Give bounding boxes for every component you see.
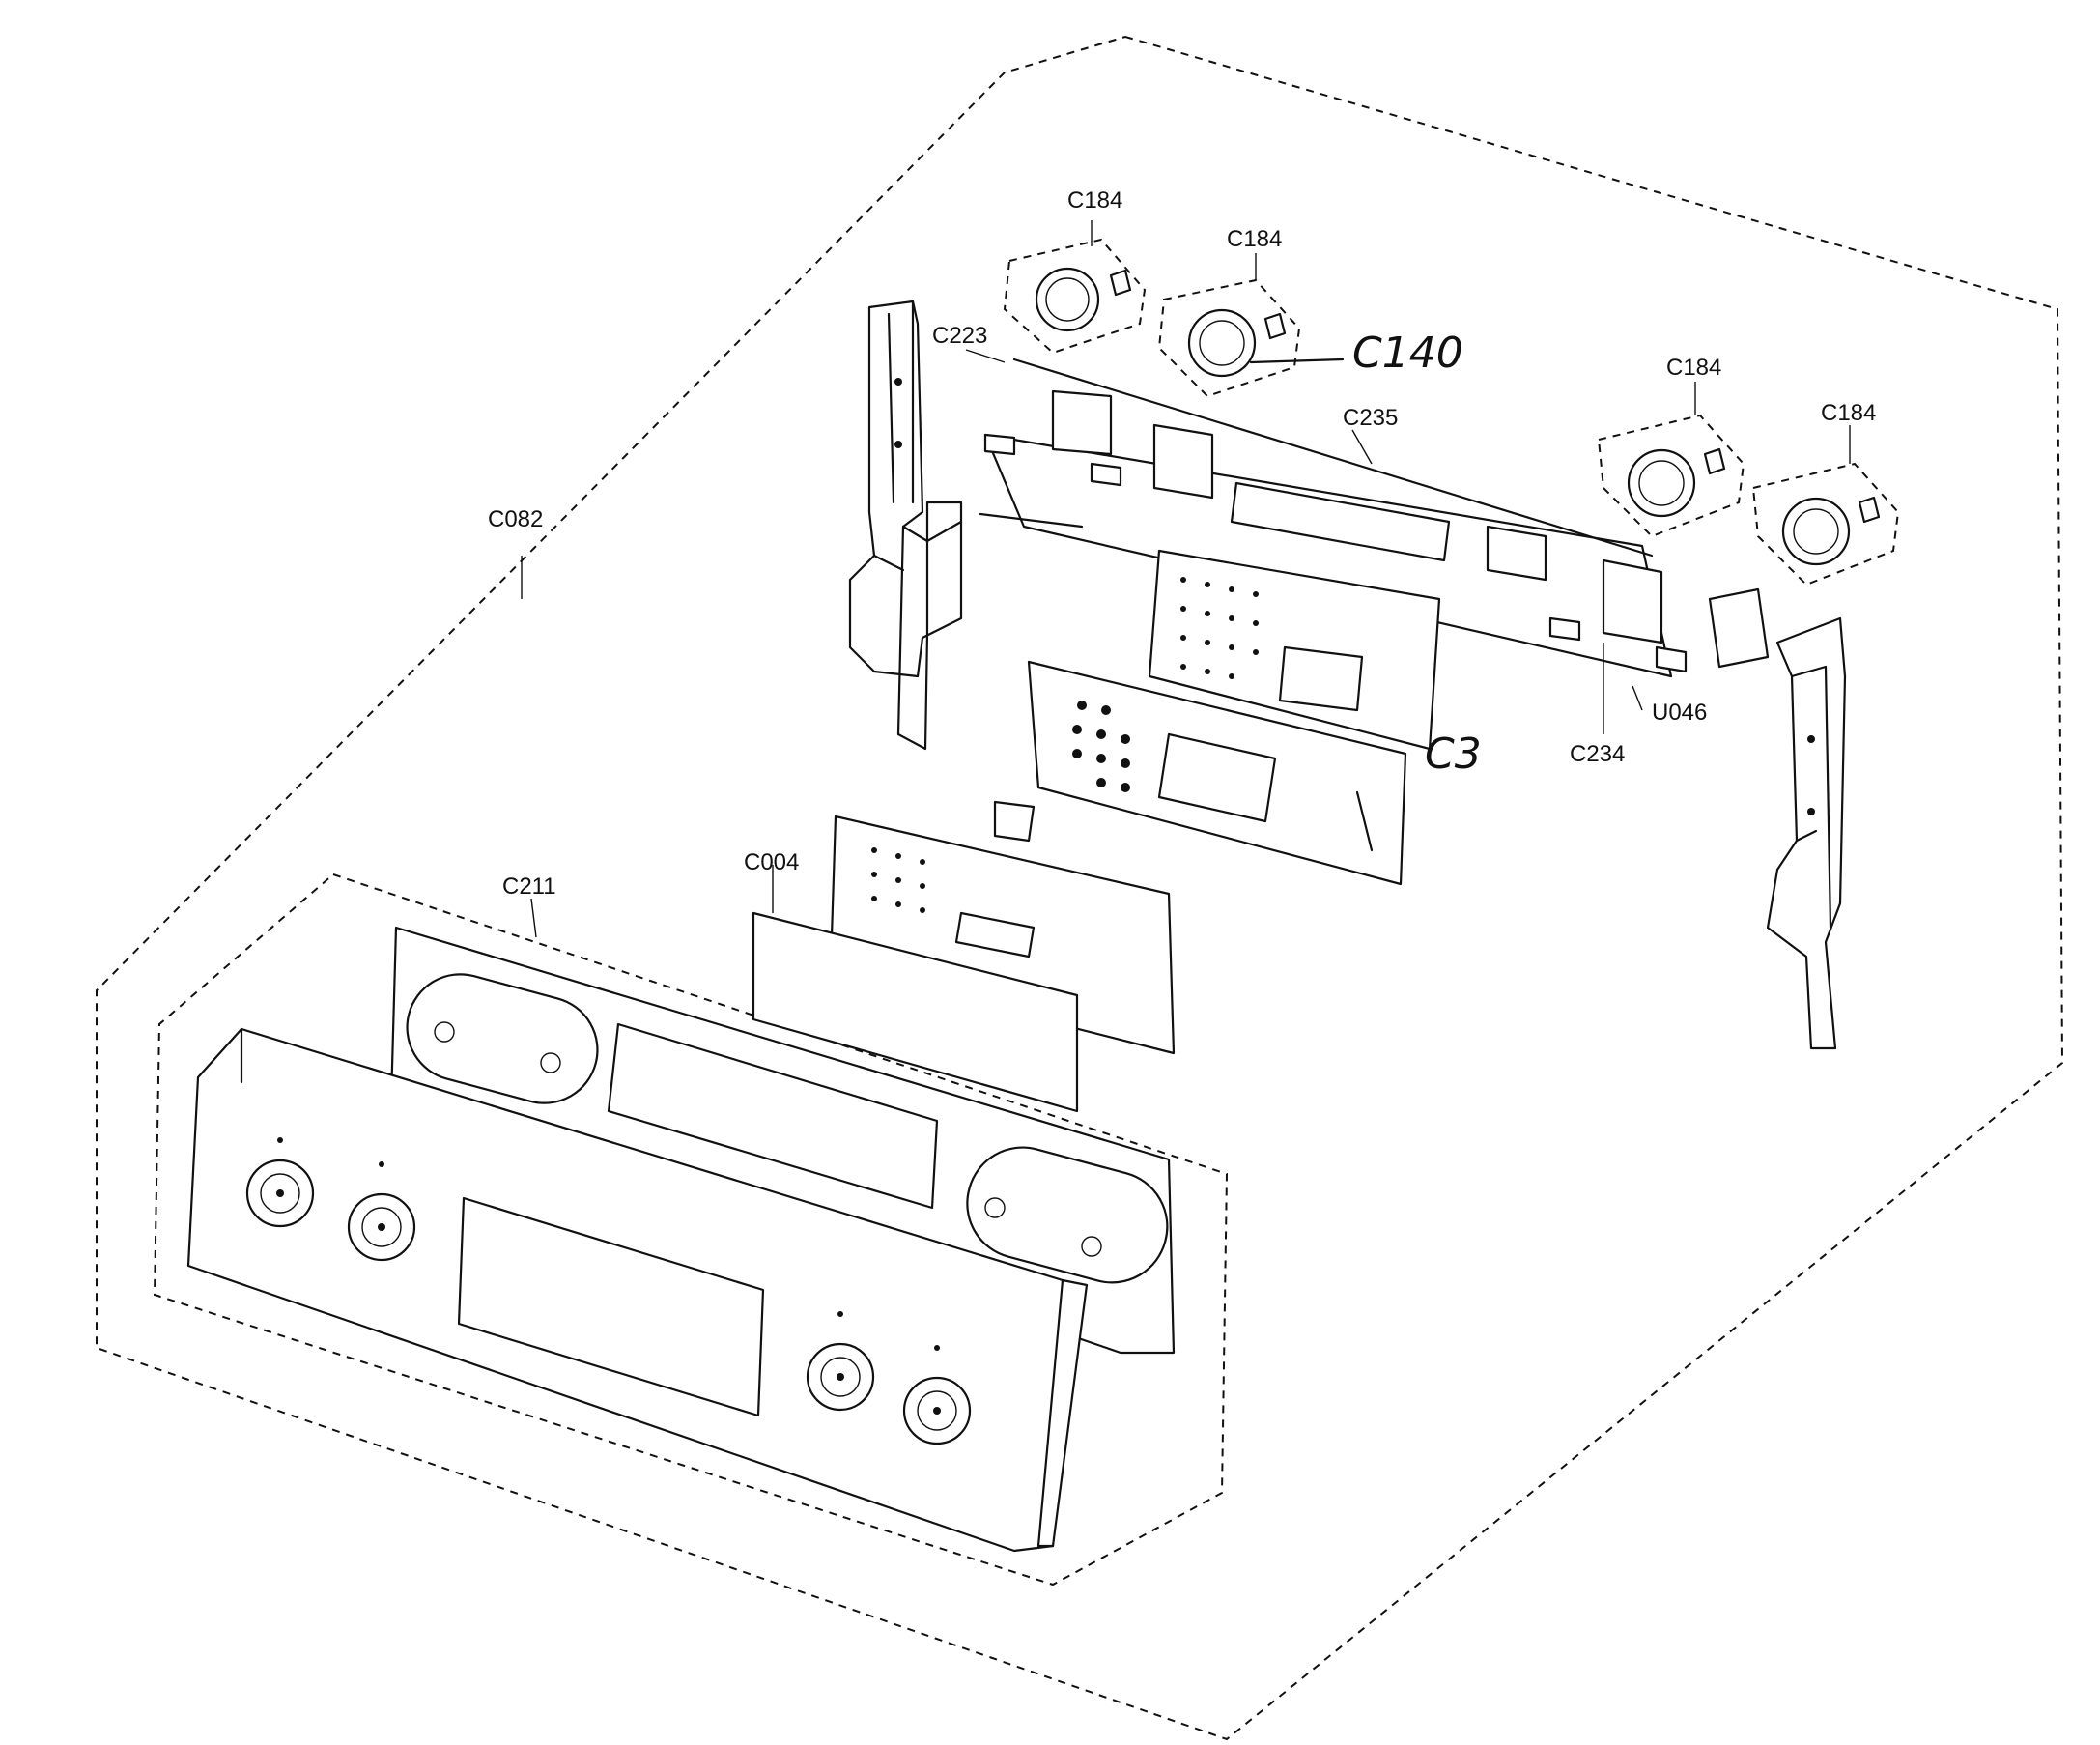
assembly-boundary-c211 xyxy=(153,872,1229,1587)
label-c184-b: C184 xyxy=(1227,226,1282,252)
front-knob-bezel-3 xyxy=(806,1342,875,1412)
label-c004: C004 xyxy=(744,849,799,875)
label-c184-a: C184 xyxy=(1067,187,1122,214)
bezel-dots xyxy=(871,847,925,913)
leader-lines xyxy=(521,220,1851,938)
label-c184-d: C184 xyxy=(1821,400,1876,426)
front-knob-bezel-1 xyxy=(245,1159,315,1228)
label-c3: C3 xyxy=(1425,729,1482,779)
rear-control-panel xyxy=(389,926,1176,1355)
label-c211: C211 xyxy=(502,873,556,900)
knob-group-4 xyxy=(1751,462,1900,586)
upper-control-board xyxy=(979,358,1770,751)
knob-group-2 xyxy=(1157,278,1345,398)
front-knob-bezel-4 xyxy=(902,1376,972,1445)
label-c235: C235 xyxy=(1343,405,1398,431)
label-c140: C140 xyxy=(1352,329,1463,378)
front-control-panel xyxy=(186,1027,1089,1553)
label-c234: C234 xyxy=(1570,741,1625,767)
display-window xyxy=(457,1196,765,1417)
left-side-bracket xyxy=(848,300,963,751)
assembly-boundary-c082 xyxy=(96,35,2064,1741)
front-knob-bezel-2 xyxy=(347,1192,416,1262)
label-c223: C223 xyxy=(932,323,987,349)
main-pcb xyxy=(993,660,1407,886)
bezel-frame-c004 xyxy=(752,815,1176,1113)
knob-group-1 xyxy=(1003,238,1147,355)
knob-group-3 xyxy=(1597,414,1745,538)
label-c082: C082 xyxy=(488,506,543,532)
pcb-button-dots xyxy=(1072,701,1130,792)
upper-board-dots xyxy=(1180,577,1259,679)
label-u046: U046 xyxy=(1652,700,1707,726)
right-side-bracket xyxy=(1766,616,1847,1050)
label-c184-c: C184 xyxy=(1666,355,1721,381)
